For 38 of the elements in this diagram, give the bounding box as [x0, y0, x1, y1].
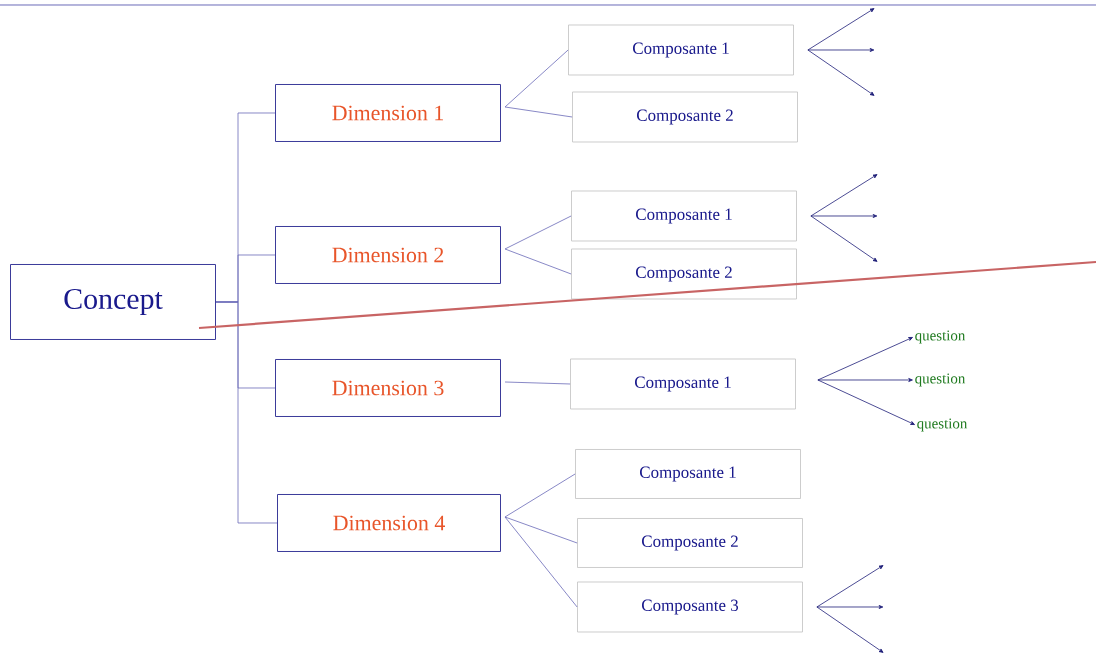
arrow [810, 215, 878, 262]
arrow [817, 379, 915, 425]
arrow [807, 49, 875, 96]
component-box: Composante 2 [572, 91, 798, 143]
arrow [817, 378, 913, 382]
connector-line [504, 473, 576, 518]
connector-line [504, 106, 573, 118]
arrow [816, 605, 884, 609]
question-label: question [915, 373, 966, 387]
dimension-box: Dimension 1 [275, 84, 501, 142]
component-box: Composante 1 [568, 24, 794, 76]
component-box: Composante 1 [570, 358, 796, 410]
component-box: Composante 2 [577, 518, 803, 568]
component-box: Composante 2 [571, 248, 797, 300]
dimension-box: Dimension 4 [277, 494, 501, 552]
arrow [810, 174, 878, 217]
dimension-box: Dimension 3 [275, 359, 501, 417]
question-label: question [917, 418, 968, 432]
component-box: Composante 3 [577, 581, 803, 633]
component-box: Composante 1 [571, 190, 797, 242]
arrow [817, 337, 913, 381]
concept-box: Concept [10, 264, 216, 340]
question-label: question [915, 330, 966, 344]
connector-line [504, 248, 572, 275]
arrow [807, 8, 875, 51]
annotation-line [198, 260, 1096, 330]
arrow [816, 565, 884, 608]
connector-line [504, 516, 578, 544]
dimension-box: Dimension 2 [275, 226, 501, 284]
connector-line [504, 381, 571, 385]
connector-line [215, 301, 278, 524]
connector-line [504, 215, 572, 250]
connector-line [504, 516, 578, 608]
arrow [807, 48, 875, 52]
component-box: Composante 1 [575, 449, 801, 499]
connector-line [504, 49, 569, 108]
arrow [810, 214, 878, 218]
arrow [816, 606, 884, 653]
